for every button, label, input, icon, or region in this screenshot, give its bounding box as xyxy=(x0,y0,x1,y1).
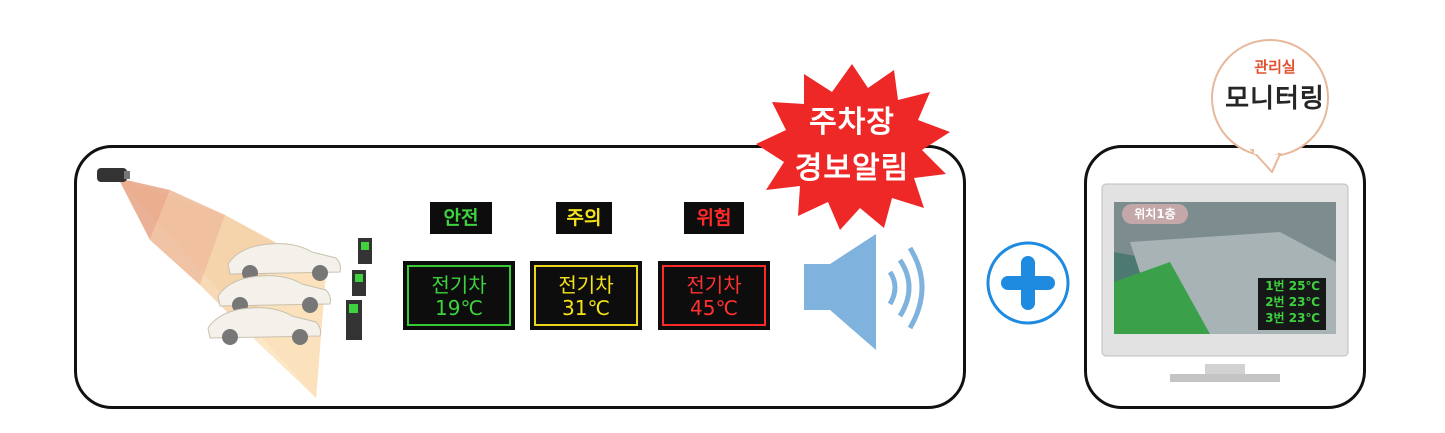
alert-burst-shape xyxy=(756,64,950,230)
temperature-box-caution: 전기차 31℃ xyxy=(530,261,642,330)
location-tag: 위치1층 xyxy=(1122,204,1188,224)
car-icon xyxy=(207,307,321,345)
temperature-reading: 1번 25℃ xyxy=(1265,279,1320,293)
parking-scene-illustration xyxy=(97,168,372,398)
vehicle-label: 전기차 xyxy=(558,273,614,297)
car-icon xyxy=(217,275,331,313)
vehicle-label: 전기차 xyxy=(431,273,487,297)
plus-icon xyxy=(986,241,1070,325)
car-icon xyxy=(227,243,341,281)
status-label-safe: 안전 xyxy=(430,202,492,234)
temperature-box-danger: 전기차 45℃ xyxy=(658,261,770,330)
vehicle-label: 전기차 xyxy=(686,273,742,297)
bubble-subtitle: 관리실 xyxy=(1254,58,1296,76)
alert-title-line2: 경보알림 xyxy=(794,151,910,186)
status-label-caution: 주의 xyxy=(556,202,612,234)
speaker-icon xyxy=(804,234,925,350)
temperature-box-safe: 전기차 19℃ xyxy=(403,261,515,330)
temperature-value: 31℃ xyxy=(562,296,610,320)
ev-charger-icon xyxy=(358,238,372,264)
alert-title-line1: 주차장 xyxy=(809,105,895,140)
temperature-value: 45℃ xyxy=(690,296,738,320)
ev-charger-icon xyxy=(346,300,362,340)
temperature-value: 19℃ xyxy=(435,296,483,320)
temperature-readout: 1번 25℃ 2번 23℃ 3번 23℃ xyxy=(1258,278,1326,330)
cctv-camera-icon xyxy=(97,168,130,182)
status-label-danger: 위험 xyxy=(684,202,744,234)
bubble-title: 모니터링 xyxy=(1225,84,1325,114)
ev-charger-icon xyxy=(352,270,366,296)
temperature-reading: 3번 23℃ xyxy=(1265,311,1320,325)
monitoring-speech-bubble xyxy=(1211,39,1329,173)
temperature-reading: 2번 23℃ xyxy=(1265,295,1320,309)
